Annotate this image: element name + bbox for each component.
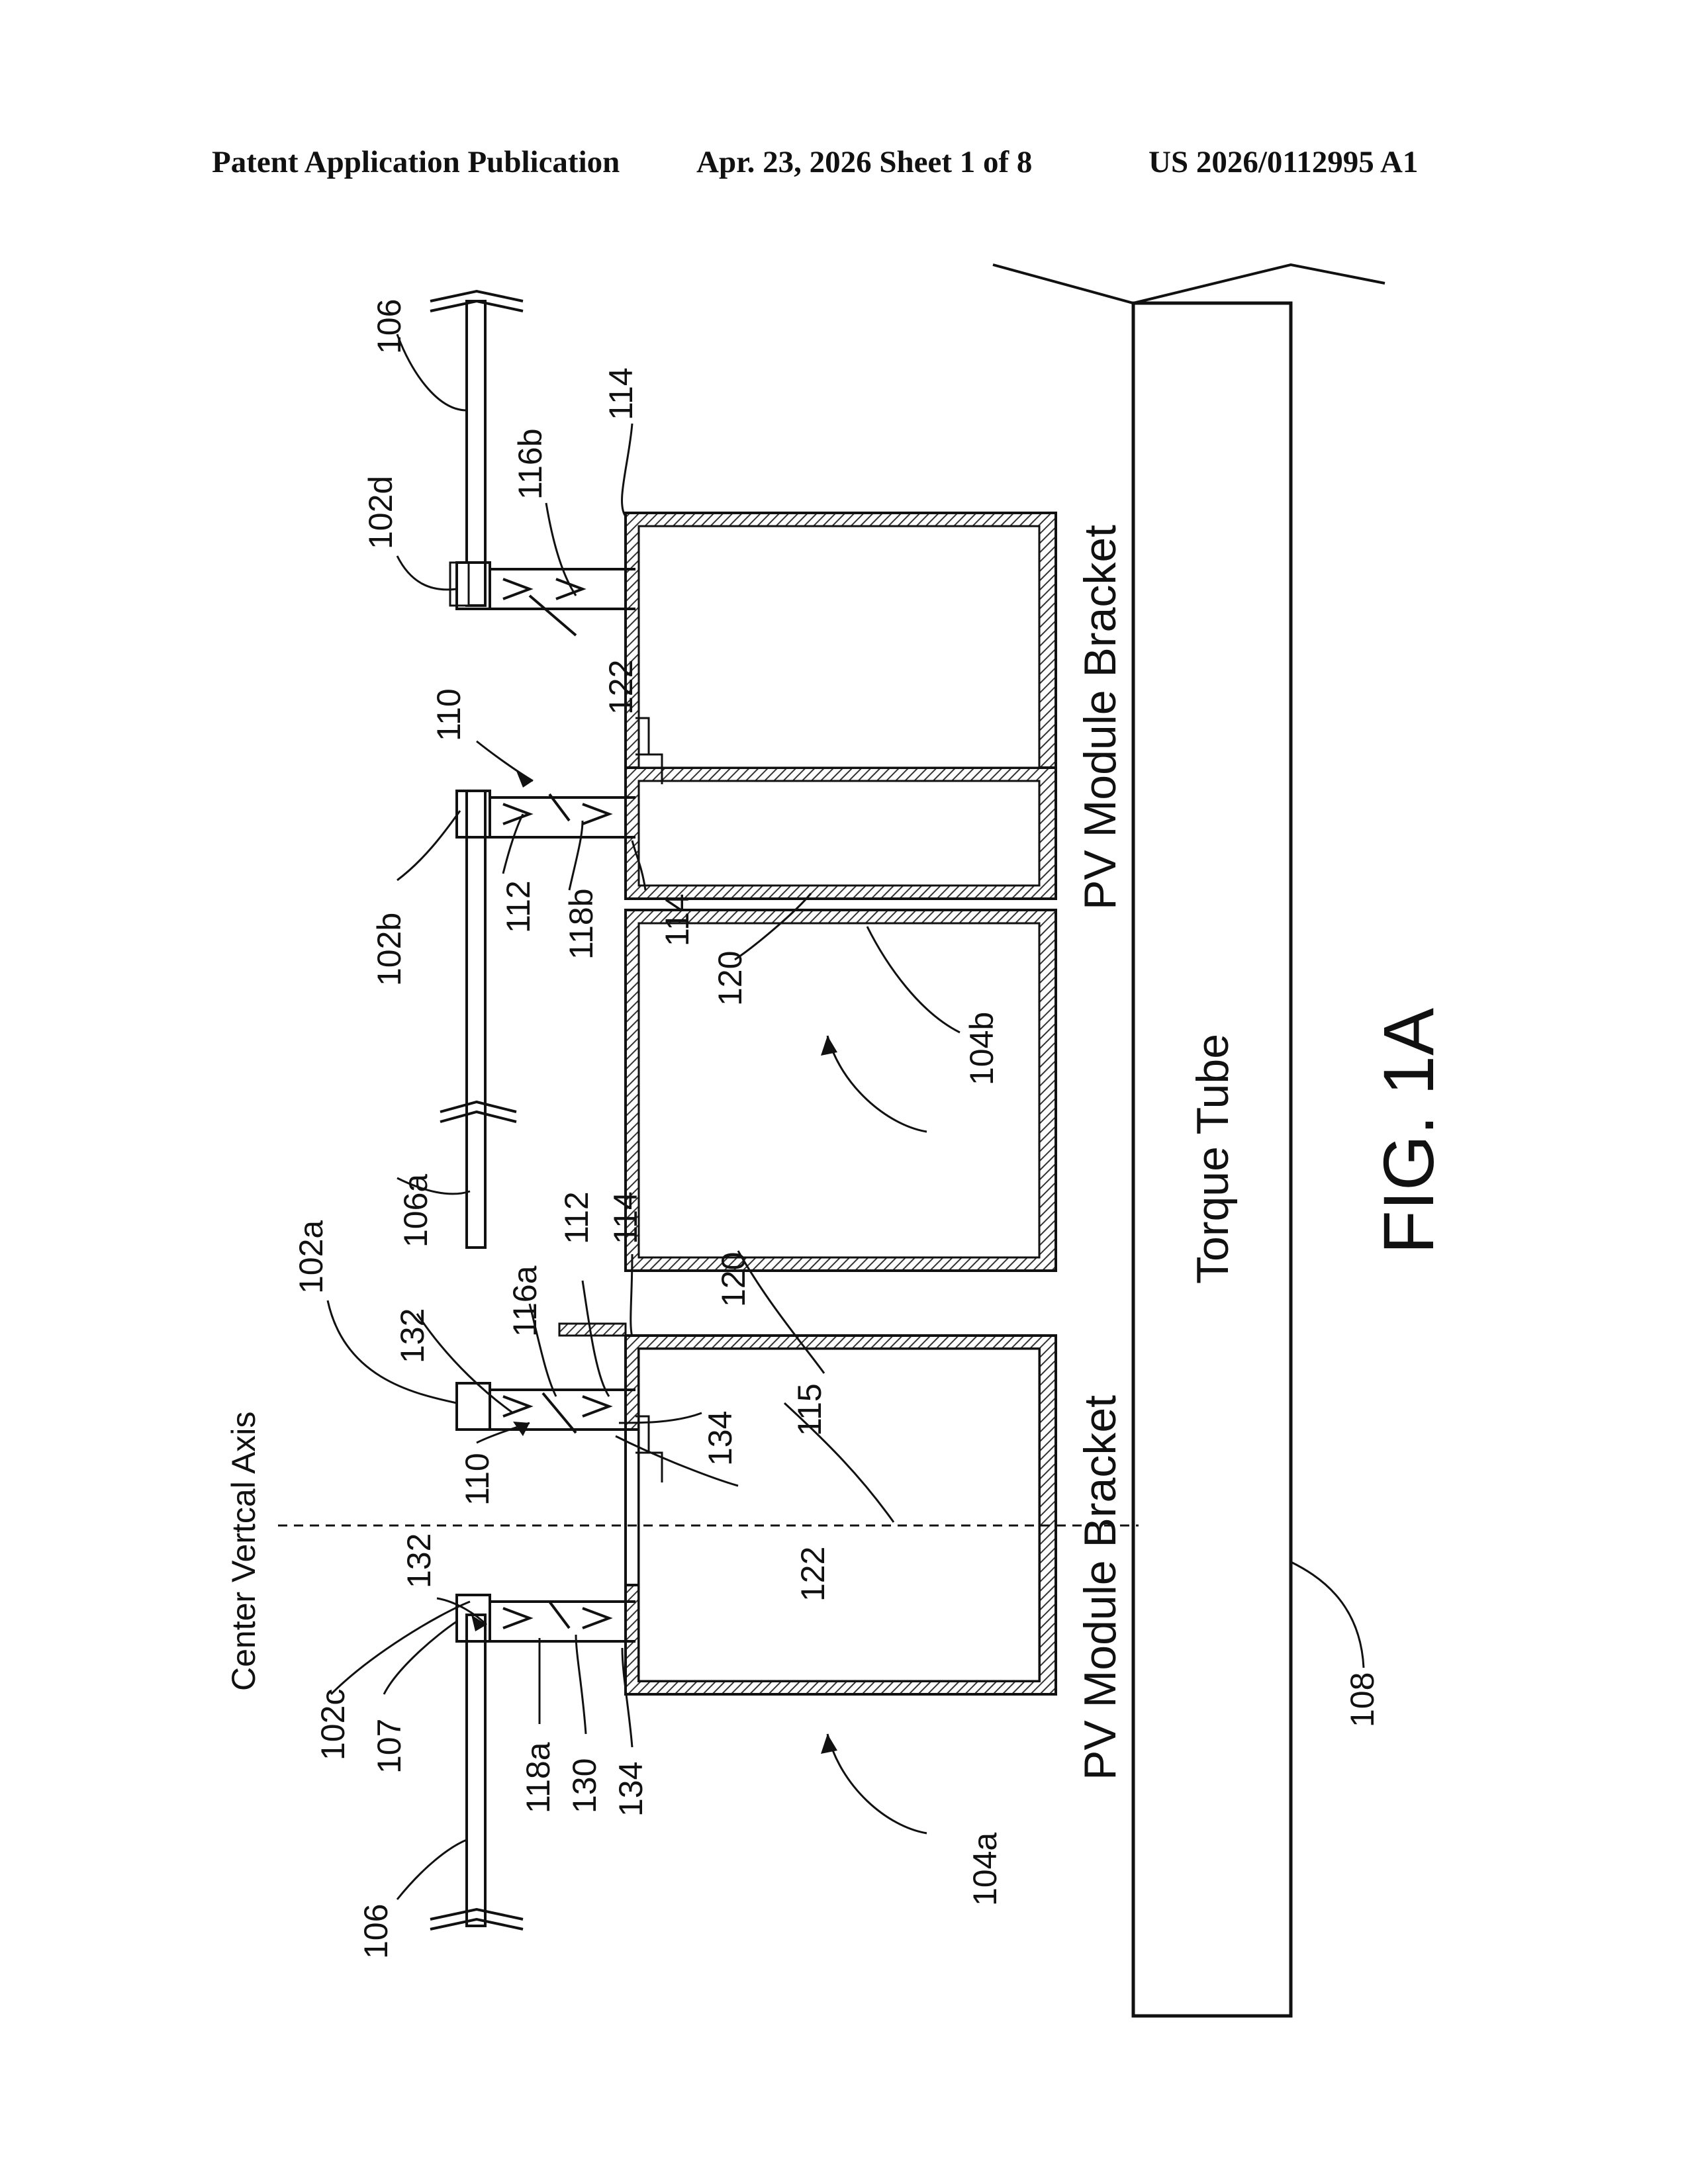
bracket-mid [626,910,1056,1271]
ref-104a: 104a [966,1833,1004,1906]
ref-118b: 118b [563,888,600,960]
bracket-left [559,1324,1056,1694]
ref-132-low: 132 [400,1533,438,1588]
ref-108: 108 [1344,1672,1381,1727]
ref-106a: 106a [397,1174,434,1248]
ref-130: 130 [566,1758,603,1813]
leader-108 [1291,1562,1364,1668]
center-vertical-axis-label: Center Vertcal Axis [225,1412,262,1691]
torque-tube-label: Torque Tube [1188,1034,1238,1284]
ref-102b: 102b [371,913,408,986]
pv-module-top [430,291,523,606]
pv-module-low [430,1615,523,1929]
figure-caption: FIG. 1A [1368,1008,1448,1254]
ref-102c: 102c [314,1689,352,1760]
ref-110-low: 110 [459,1453,496,1506]
pv-module-bracket-label-upper: PV Module Bracket [1075,525,1125,910]
ref-122-top: 122 [602,660,639,715]
ref-134-mid: 134 [702,1411,739,1466]
ref-118a: 118a [520,1742,557,1813]
ref-115: 115 [791,1383,828,1436]
ref-102d: 102d [362,476,399,549]
ref-114-low: 114 [607,1191,644,1244]
pv-module-mid [440,791,516,1248]
pv-module-bracket-label-lower: PV Module Bracket [1075,1395,1125,1780]
ref-114-top: 114 [602,367,639,420]
ref-116a: 116a [506,1265,543,1337]
ref-107: 107 [371,1719,408,1774]
bracket-upper [626,513,1056,899]
ref-122-low: 122 [794,1547,831,1602]
ref-116b: 116b [512,428,549,500]
ref-120-low: 120 [715,1252,752,1307]
ref-114-mid: 114 [659,893,696,946]
ref-134-low: 134 [612,1762,649,1817]
ref-106-low: 106 [357,1904,395,1959]
ref-112-top: 112 [500,880,537,933]
ref-106-top: 106 [371,299,408,354]
ref-132-mid: 132 [394,1308,431,1363]
ref-110-top: 110 [430,688,467,741]
ref-112-mid: 112 [558,1191,595,1244]
ref-102a: 102a [293,1220,330,1294]
ref-120-top: 120 [712,951,749,1006]
ref-104b: 104b [963,1012,1000,1085]
